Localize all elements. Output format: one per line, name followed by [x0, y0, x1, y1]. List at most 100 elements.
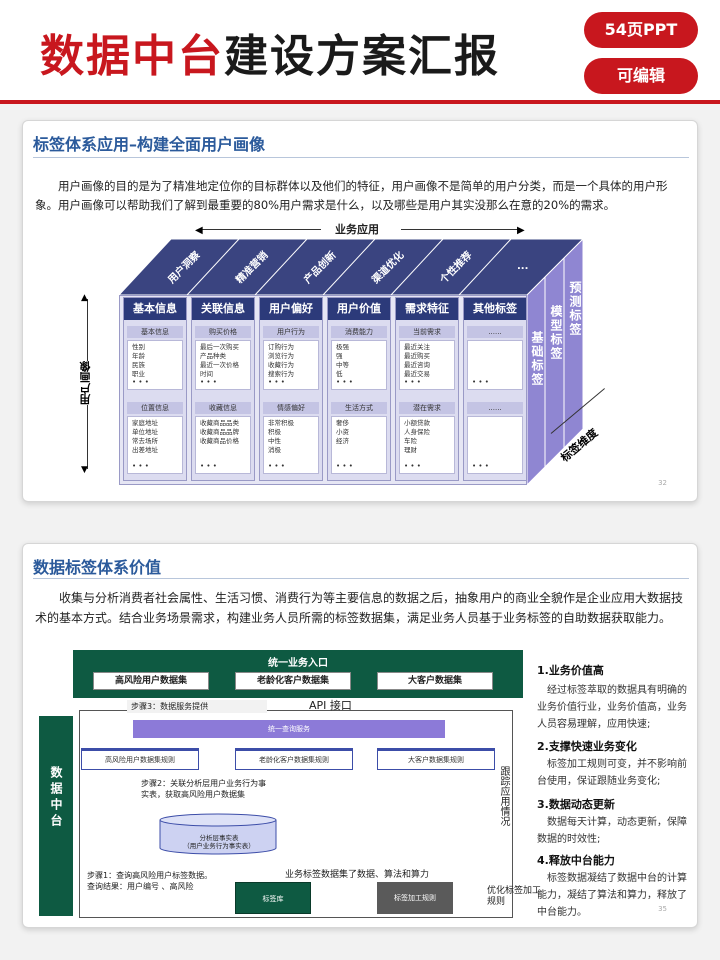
left-axis-down: ▼ — [81, 465, 88, 475]
slide2-page-number: 35 — [658, 905, 667, 913]
tag-column-head: 其他标签 — [464, 298, 526, 320]
optimize-rules-label: 优化标签加工规则 — [487, 886, 542, 907]
tag-cell-title: ...... — [467, 402, 523, 414]
slide2-title-line — [33, 578, 689, 579]
tag-cell-title: 潜在需求 — [399, 402, 455, 414]
tag-column: 用户偏好用户行为订购行为 浏览行为 收藏行为 搜索行为• • •情感偏好非常积极… — [259, 297, 323, 481]
point4-head: 4.释放中台能力 — [537, 854, 615, 867]
tag-column-head: 关联信息 — [192, 298, 254, 320]
slide2-title: 数据标签体系价值 — [33, 558, 162, 577]
point1-head: 1.业务价值高 — [537, 664, 604, 677]
more-dots: • • • — [472, 462, 489, 470]
rule-big-customer: 大客户数据集规则 — [377, 748, 495, 770]
page-title: 数据中台建设方案汇报 — [40, 20, 500, 84]
tag-column-head: 基本信息 — [124, 298, 186, 320]
tag-cell-title: 基本信息 — [127, 326, 183, 338]
tag-cell-title: 当前需求 — [399, 326, 455, 338]
tag-cell-items: 小额贷款 人身保险 车险 理财 — [399, 416, 455, 474]
slide1-page-number: 32 — [658, 479, 667, 487]
tag-cell-title: 情感偏好 — [263, 402, 319, 414]
more-dots: • • • — [200, 462, 217, 470]
tag-cell-items: 非常积极 积极 中性 消极 — [263, 416, 319, 474]
badge-editable: 可编辑 — [584, 58, 698, 94]
badge-pages: 54页PPT — [584, 12, 698, 48]
slide1-title-line — [33, 157, 689, 158]
tag-cell-items: 性别 年龄 民族 职业 — [127, 340, 183, 390]
slide2-paragraph: 收集与分析消费者社会属性、生活习惯、消费行为等主要信息的数据之后，抽象用户的商业… — [35, 591, 684, 625]
unified-query-bar: 统一查询服务 — [133, 720, 445, 738]
left-axis-up: ▲ — [81, 293, 88, 303]
header-divider — [0, 100, 720, 104]
more-dots: • • • — [404, 462, 421, 470]
tag-cell-items: 最近关注 最近购买 最近咨询 最近交易 — [399, 340, 455, 390]
side-model-tag: 模型标签 — [549, 305, 563, 361]
tag-column-head: 用户价值 — [328, 298, 390, 320]
more-dots: • • • — [268, 378, 285, 386]
top-axis-left-arrow — [201, 229, 321, 230]
tag-cell-items: 最后一次购买 产品种类 最近一次价格 时间 — [195, 340, 251, 390]
tag-cell-title: 购买价格 — [195, 326, 251, 338]
tag-cell-items: 收藏商品品类 收藏商品品牌 收藏商品价格 — [195, 416, 251, 474]
data-center-frame — [79, 710, 513, 918]
tag-column: 基本信息基本信息性别 年龄 民族 职业• • •位置信息家庭地址 单位地址 常去… — [123, 297, 187, 481]
tag-cell-items: 订购行为 浏览行为 收藏行为 搜索行为 — [263, 340, 319, 390]
point2-body: 标签加工规则可变，并不影响前台使用，保证跟随业务变化; — [537, 759, 687, 787]
tag-cell-title: 位置信息 — [127, 402, 183, 414]
point2-head: 2.支撑快速业务变化 — [537, 740, 637, 753]
slide1-title: 标签体系应用–构建全面用户画像 — [33, 135, 266, 154]
tag-column-head: 需求特征 — [396, 298, 458, 320]
title-red-part: 数据中台 — [40, 31, 224, 82]
cube-faces — [117, 237, 585, 487]
fact-table-label: 分析层事实表 （用户业务行为事实表） — [183, 834, 255, 850]
page-header: 数据中台建设方案汇报 54页PPT 可编辑 — [0, 0, 720, 100]
dataset-big-customer: 大客户数据集 — [377, 672, 493, 690]
unified-entry-label: 统一业务入口 — [268, 658, 328, 669]
tag-column: 用户价值消费能力极强 强 中等 低• • •生活方式奢侈 小资 经济• • • — [327, 297, 391, 481]
data-center-label: 数据中台 — [49, 766, 63, 830]
dataset-high-risk: 高风险用户数据集 — [93, 672, 209, 690]
tag-cell-title: 收藏信息 — [195, 402, 251, 414]
step3-label: 步骤3：数据服务提供 — [127, 700, 267, 713]
tag-column: 需求特征当前需求最近关注 最近购买 最近咨询 最近交易• • •潜在需求小额贷款… — [395, 297, 459, 481]
api-label: API 接口 — [309, 699, 352, 712]
cube-front-face — [119, 295, 527, 485]
side-basic-tag: 基础标签 — [530, 331, 544, 387]
point3-body: 数据每天计算，动态更新，保障数据的时效性; — [537, 817, 687, 845]
tag-column: 其他标签......• • •......• • • — [463, 297, 527, 481]
slide-user-profile: 标签体系应用–构建全面用户画像 用户画像的目的是为了精准地定位你的目标群体以及他… — [22, 120, 698, 502]
point3-head: 3.数据动态更新 — [537, 798, 615, 811]
more-dots: • • • — [132, 378, 149, 386]
side-predict-tag: 预测标签 — [568, 281, 582, 337]
more-dots: • • • — [268, 462, 285, 470]
face-more: ... — [517, 261, 529, 272]
tag-cell-items: 家庭地址 单位地址 常去场所 出差地址 — [127, 416, 183, 474]
arrow-left-head: ◀ — [195, 225, 203, 236]
tag-rule-box: 标签加工规则 — [377, 882, 453, 914]
tag-cell-items: 奢侈 小资 经济 — [331, 416, 387, 474]
tag-cell-title: 消费能力 — [331, 326, 387, 338]
tag-column: 关联信息购买价格最后一次购买 产品种类 最近一次价格 时间• • •收藏信息收藏… — [191, 297, 255, 481]
step1-label: 步骤1：查询高风险用户标签数据。 查询结果：用户编号 、高风险 — [87, 871, 213, 891]
rule-high-risk: 高风险用户数据集规则 — [81, 748, 199, 770]
data-center-bar: 数据中台 — [39, 716, 73, 916]
point1-body: 经过标签萃取的数据具有明确的业务价值行业，业务价值高，业务人员容易理解，应用快速… — [537, 685, 687, 730]
dataset-aging: 老龄化客户数据集 — [235, 672, 351, 690]
title-black-part: 建设方案汇报 — [224, 31, 500, 82]
tag-store-box: 标签库 — [235, 882, 311, 914]
more-dots: • • • — [336, 378, 353, 386]
slide-tag-value: 数据标签体系价值 收集与分析消费者社会属性、生活习惯、消费行为等主要信息的数据之… — [22, 543, 698, 928]
tag-cell-items — [467, 416, 523, 474]
top-axis-right-arrow — [401, 229, 521, 230]
step2-label: 步骤2：关联分析层用户业务行为事实表，获取高风险用户数据集 — [141, 779, 267, 799]
more-dots: • • • — [404, 378, 421, 386]
tag-cell-items — [467, 340, 523, 390]
track-usage-label: 跟踪应用情况 — [498, 766, 509, 826]
more-dots: • • • — [200, 378, 217, 386]
tag-column-head: 用户偏好 — [260, 298, 322, 320]
tag-cell-title: 用户行为 — [263, 326, 319, 338]
slide1-paragraph: 用户画像的目的是为了精准地定位你的目标群体以及他们的特征，用户画像不是简单的用户… — [35, 179, 668, 212]
more-dots: • • • — [132, 462, 149, 470]
top-axis-label: 业务应用 — [335, 223, 379, 236]
fact-table-cylinder — [159, 813, 277, 855]
more-dots: • • • — [336, 462, 353, 470]
